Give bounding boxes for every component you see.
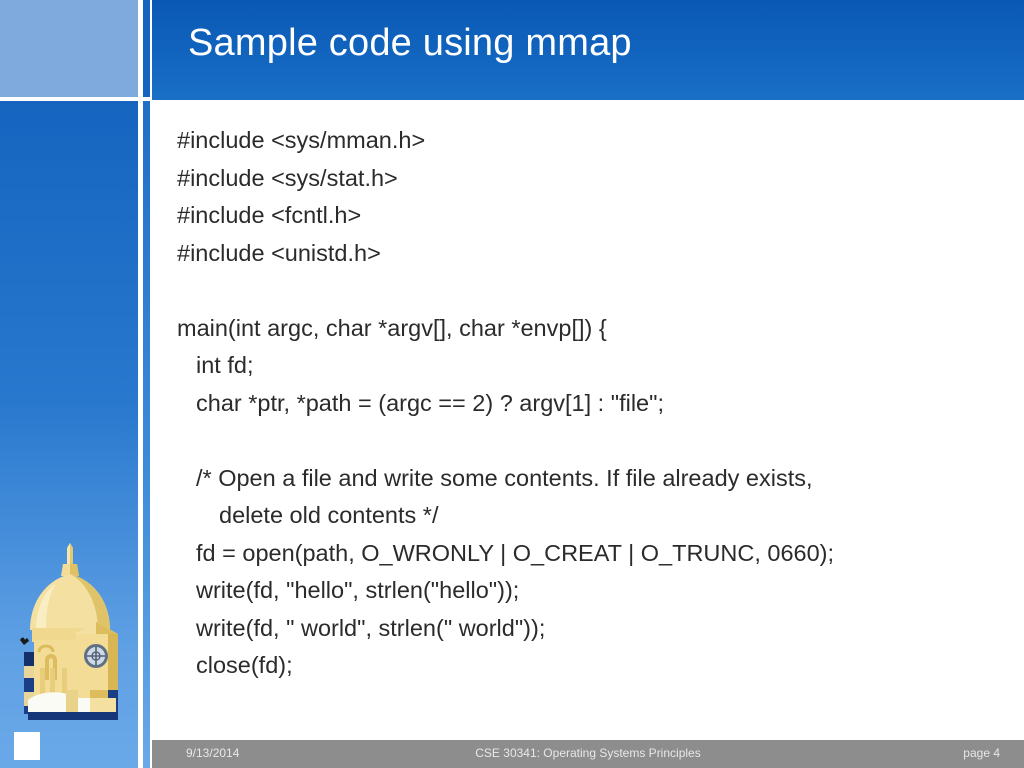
footer-page-number: page 4	[963, 746, 1000, 760]
code-line-blank	[177, 422, 1007, 460]
footer-course-title: CSE 30341: Operating Systems Principles	[475, 746, 701, 760]
code-line: close(fd);	[196, 652, 293, 678]
footer-bar: 9/13/2014 CSE 30341: Operating Systems P…	[152, 740, 1024, 768]
footer-date: 9/13/2014	[186, 746, 240, 760]
code-line: #include <sys/mman.h>	[177, 127, 426, 153]
code-line: /* Open a file and write some contents. …	[196, 464, 813, 491]
code-line: write(fd, " world", strlen(" world"));	[196, 614, 546, 641]
page-title: Sample code using mmap	[188, 22, 632, 64]
sidebar-top-block	[0, 0, 138, 97]
code-line: #include <unistd.h>	[177, 239, 381, 266]
sidebar-rail-top	[143, 0, 150, 97]
code-block: #include <sys/mman.h> #include <sys/stat…	[177, 122, 1007, 685]
code-line: int fd;	[196, 352, 254, 378]
code-line: write(fd, "hello", strlen("hello"));	[196, 577, 520, 603]
code-line: char *ptr, *path = (argc == 2) ? argv[1]…	[196, 389, 664, 416]
code-line: main(int argc, char *argv[], char *envp[…	[177, 314, 607, 341]
code-line: #include <fcntl.h>	[177, 202, 362, 228]
code-line: delete old contents */	[219, 502, 439, 528]
code-line-blank	[177, 272, 1007, 310]
golden-dome-logo	[12, 540, 134, 740]
logo-white-block	[14, 732, 40, 760]
sidebar-rail-bottom	[143, 101, 150, 768]
code-line: fd = open(path, O_WRONLY | O_CREAT | O_T…	[196, 539, 835, 566]
code-line: #include <sys/stat.h>	[177, 164, 398, 191]
title-bar: Sample code using mmap	[152, 0, 1024, 100]
